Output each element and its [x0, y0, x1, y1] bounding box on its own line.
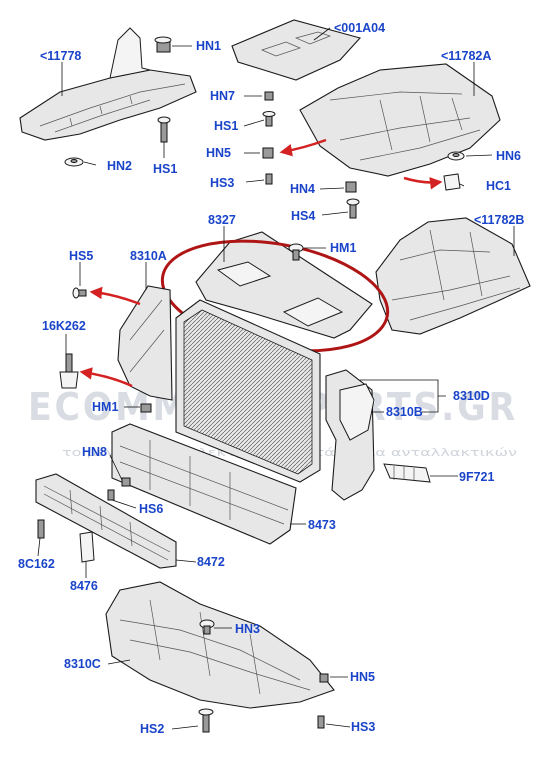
- label-hs1-mid: HS1: [214, 119, 238, 133]
- clip-8c162: [37, 519, 45, 539]
- label-8327: 8327: [208, 213, 236, 227]
- bracket-8476: [79, 531, 95, 563]
- clip-hc1: [443, 173, 461, 191]
- deflector-8310a: [117, 285, 173, 401]
- screw-hs5: [72, 287, 87, 299]
- label-hs6: HS6: [139, 502, 163, 516]
- label-hs3-top: HS3: [210, 176, 234, 190]
- label-hn5-top: HN5: [206, 146, 231, 160]
- bracket-9f721: [383, 463, 431, 483]
- support-8473: [111, 423, 297, 545]
- clip-hn5-bottom: [319, 673, 329, 683]
- label-hn1-top: HN1: [196, 39, 221, 53]
- label-hs4: HS4: [291, 209, 315, 223]
- panel-001a04: [231, 19, 362, 81]
- nut-hn3: [199, 619, 215, 635]
- label-hn4: HN4: [290, 182, 315, 196]
- deflector-8310b: [339, 383, 375, 441]
- screw-hs4: [346, 198, 360, 219]
- label-hn8: HN8: [82, 445, 107, 459]
- undershield-bottom-8310c: [105, 581, 335, 709]
- screw-hs6: [107, 489, 115, 501]
- label-9f721: 9F721: [459, 470, 494, 484]
- label-hm1-top: HM1: [330, 241, 356, 255]
- red-arrows: [79, 138, 443, 388]
- undershield-right-11782b: [375, 217, 531, 335]
- label-hn2: HN2: [107, 159, 132, 173]
- leader-lines: [37, 27, 515, 730]
- screw-hs3-top: [265, 173, 273, 185]
- undershield-left-11778: [19, 27, 197, 141]
- label-hs1-left: HS1: [153, 162, 177, 176]
- clip-hm1-left: [140, 403, 152, 413]
- nut-hn8: [121, 477, 131, 487]
- clip-hn5-top: [262, 147, 274, 159]
- arrow-to-hc1: [403, 176, 443, 190]
- grommet-16k262: [59, 353, 79, 389]
- label-8472: 8472: [197, 555, 225, 569]
- label-8310b: 8310B: [386, 405, 423, 419]
- nut-hn1-top: [154, 36, 172, 53]
- label-11782b: <11782B: [474, 213, 524, 227]
- screw-hs3-bottom: [317, 715, 325, 729]
- label-hs5: HS5: [69, 249, 93, 263]
- arrow-to-hs5: [89, 286, 141, 306]
- label-hs3-bottom: HS3: [351, 720, 375, 734]
- label-hm1-left: HM1: [92, 400, 118, 414]
- clip-hn7: [264, 91, 274, 101]
- clip-hm1-top: [288, 243, 304, 261]
- label-8310a: 8310A: [130, 249, 167, 263]
- label-hn3-top: HN3: [235, 622, 260, 636]
- undershield-right-11782a: [299, 63, 501, 177]
- label-hn7: HN7: [210, 89, 235, 103]
- label-001a04: <001A04: [334, 21, 385, 35]
- label-hc1: HC1: [486, 179, 511, 193]
- nut-hn6: [447, 151, 465, 161]
- label-11778: <11778: [40, 49, 81, 63]
- label-hn6: HN6: [496, 149, 521, 163]
- part-labels: <11778 HN1 <001A04 <11782A HN7 HS1 HN2 H…: [18, 21, 524, 736]
- screw-hs2: [198, 708, 214, 733]
- grille-8472: [35, 473, 177, 569]
- nut-hn4: [345, 181, 357, 193]
- arrow-to-hn5: [279, 138, 327, 157]
- label-11782a: <11782A: [441, 49, 491, 63]
- label-16k262: 16K262: [42, 319, 86, 333]
- label-hn5-bottom: HN5: [350, 670, 375, 684]
- label-8476: 8476: [70, 579, 98, 593]
- arrow-to-16k262: [79, 367, 133, 388]
- label-8473: 8473: [308, 518, 336, 532]
- label-8310d: 8310D: [453, 389, 490, 403]
- screw-hs1-left: [157, 116, 171, 143]
- washer-hn2: [64, 157, 84, 167]
- radiator: [175, 299, 321, 483]
- cover-8327: [195, 231, 373, 339]
- screw-hs1-mid: [262, 111, 276, 127]
- label-8310c: 8310C: [64, 657, 101, 671]
- label-8c162: 8C162: [18, 557, 55, 571]
- label-hs2: HS2: [140, 722, 164, 736]
